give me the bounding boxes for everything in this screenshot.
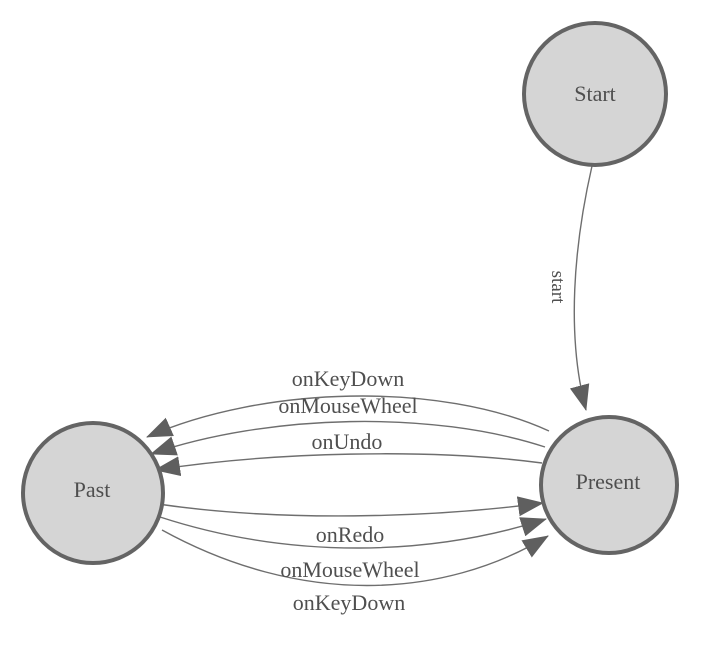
- edge-label-onmousewheel-upper: onMouseWheel: [278, 393, 417, 418]
- edge-label-start: start: [547, 271, 568, 304]
- node-start[interactable]: Start: [522, 21, 668, 167]
- edge-start-to-present: [569, 165, 593, 411]
- node-past[interactable]: Past: [21, 421, 165, 565]
- node-present[interactable]: Present: [539, 415, 679, 555]
- present-node-circle[interactable]: [539, 415, 679, 555]
- edge-past-to-present-onredo: [157, 496, 544, 517]
- edge-label-group: start onKeyDown onMouseWheel onUndo onRe…: [278, 271, 568, 615]
- edge-label-onmousewheel-lower: onMouseWheel: [280, 557, 419, 582]
- edge-past-to-present-onkeydown: [161, 529, 549, 587]
- edge-present-to-past-onundo: [154, 453, 543, 477]
- edge-label-onundo: onUndo: [312, 429, 383, 454]
- edge-label-onredo: onRedo: [316, 522, 384, 547]
- past-node-circle[interactable]: [21, 421, 165, 565]
- start-node-circle[interactable]: [522, 21, 668, 167]
- edge-label-onkeydown-lower: onKeyDown: [293, 590, 405, 615]
- edge-present-to-past-onmousewheel: [150, 420, 546, 456]
- start-node-label: Start: [574, 81, 616, 106]
- edge-label-onkeydown-upper: onKeyDown: [292, 366, 404, 391]
- edge-group: [146, 165, 593, 587]
- past-node-label: Past: [74, 477, 111, 502]
- edge-past-to-present-onmousewheel: [159, 516, 547, 549]
- present-node-label: Present: [576, 469, 641, 494]
- edge-present-to-past-onkeydown: [146, 395, 550, 438]
